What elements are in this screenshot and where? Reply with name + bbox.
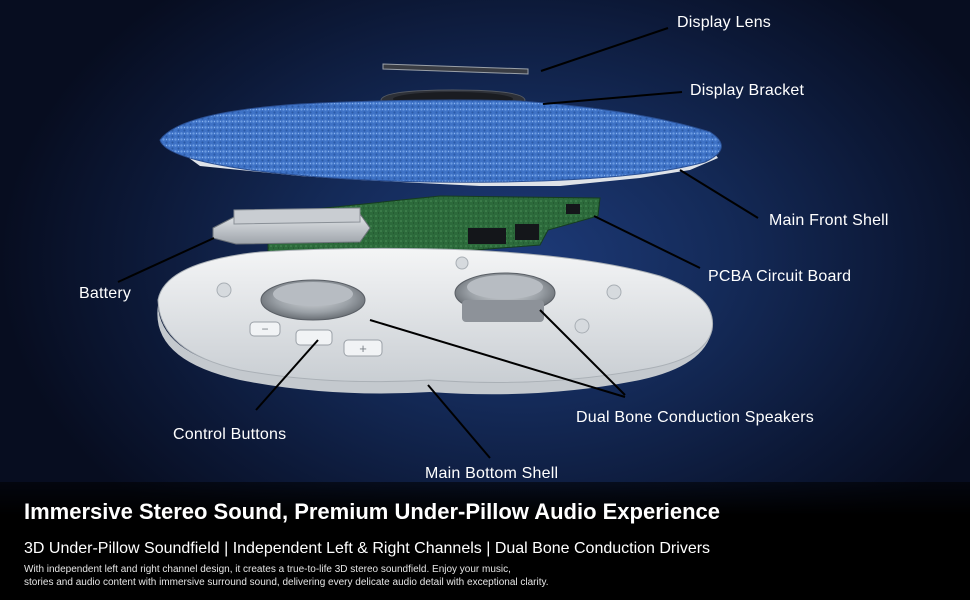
description-line-2: stories and audio content with immersive… bbox=[24, 577, 549, 588]
headline: Immersive Stereo Sound, Premium Under-Pi… bbox=[24, 499, 721, 524]
leader-main-front-shell bbox=[679, 169, 759, 219]
leader-pcba bbox=[593, 215, 701, 269]
description-line-1: With independent left and right channel … bbox=[24, 564, 511, 575]
control-buttons-part: − + bbox=[249, 321, 383, 357]
callout-display-bracket: Display Bracket bbox=[690, 82, 805, 99]
display-lens-part bbox=[382, 63, 529, 75]
minus-icon: − bbox=[261, 322, 268, 336]
callout-main-bottom-shell: Main Bottom Shell bbox=[425, 465, 559, 482]
callout-battery: Battery bbox=[79, 285, 132, 302]
leader-lines bbox=[117, 27, 759, 459]
description: With independent left and right channel … bbox=[24, 563, 664, 589]
leader-speakers-right bbox=[539, 309, 626, 396]
leader-control-buttons bbox=[255, 339, 319, 411]
footer-banner bbox=[0, 482, 970, 600]
callout-control-buttons: Control Buttons bbox=[173, 426, 287, 443]
leader-speakers-left bbox=[369, 319, 626, 398]
subheadline: 3D Under-Pillow Soundfield | Independent… bbox=[24, 540, 711, 557]
leader-display-lens bbox=[540, 27, 669, 72]
leader-display-bracket bbox=[542, 91, 683, 105]
plus-icon: + bbox=[359, 341, 367, 356]
leader-battery bbox=[117, 237, 215, 283]
callout-main-front-shell: Main Front Shell bbox=[769, 212, 889, 229]
main-bottom-shell-part bbox=[157, 247, 714, 395]
main-front-shell-part bbox=[159, 99, 722, 186]
callout-display-lens: Display Lens bbox=[677, 14, 772, 31]
leader-main-bottom-shell bbox=[427, 384, 491, 459]
battery-part bbox=[212, 207, 371, 245]
callout-speakers: Dual Bone Conduction Speakers bbox=[576, 409, 814, 426]
callout-pcba: PCBA Circuit Board bbox=[708, 268, 852, 285]
